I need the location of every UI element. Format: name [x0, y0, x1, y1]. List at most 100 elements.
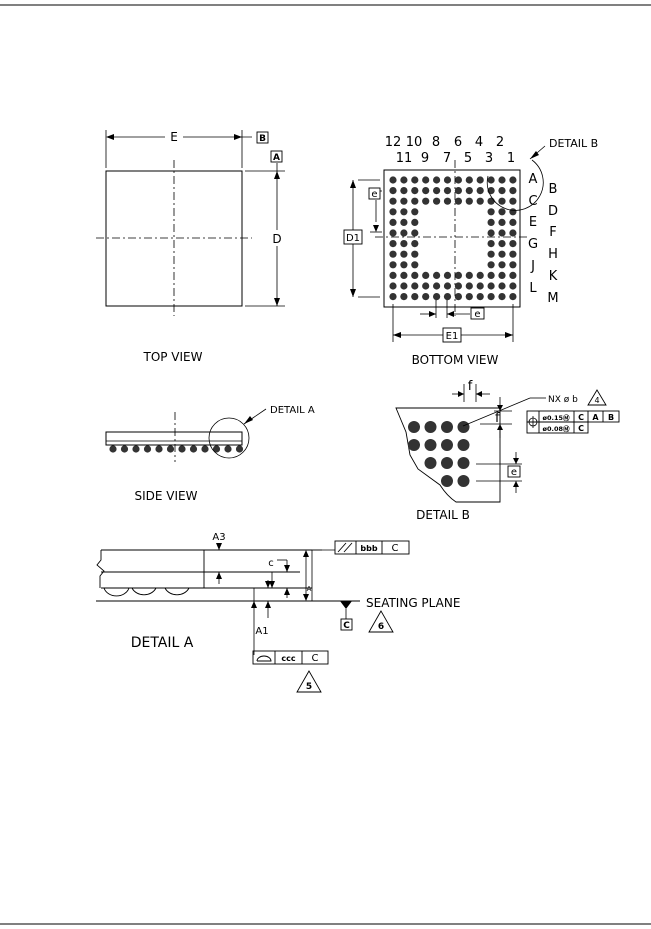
- detail-b-balls: [408, 421, 470, 487]
- detail-a-ref: DETAIL A: [270, 405, 315, 416]
- parallelism-frame: bbb C: [312, 540, 410, 555]
- parallelism-icon: [337, 542, 347, 553]
- solder-ball: [509, 229, 517, 237]
- dim-e-detail-b: e: [511, 467, 517, 478]
- dim-e-pitch-label-v: e: [371, 189, 377, 200]
- solder-ball: [389, 293, 397, 301]
- solder-ball: [433, 282, 441, 290]
- col-label-3: 3: [485, 151, 493, 166]
- col-label-9: 9: [421, 151, 429, 166]
- solder-ball: [400, 197, 408, 205]
- solder-ball: [487, 250, 495, 258]
- solder-ball: [498, 187, 506, 195]
- solder-ball: [411, 208, 419, 216]
- solder-ball: [443, 293, 452, 301]
- col-label-11: 11: [396, 151, 413, 166]
- solder-ball: [443, 197, 452, 205]
- solder-ball: [487, 261, 495, 269]
- solder-ball: [389, 208, 397, 216]
- dim-d-label: D: [272, 232, 281, 246]
- top-view-title: TOP VIEW: [142, 350, 202, 364]
- detail-b-solder-ball: [424, 457, 437, 469]
- solder-ball: [443, 187, 452, 195]
- ball-grid: [389, 176, 517, 301]
- side-solder-ball: [178, 445, 186, 453]
- row-label-m: M: [547, 291, 558, 306]
- solder-ball: [509, 187, 517, 195]
- col-label-6: 6: [454, 135, 462, 150]
- datum-c-box: [340, 618, 353, 631]
- detail-b: f f e NX ø b 4: [395, 379, 620, 522]
- side-view-balls: [109, 445, 244, 453]
- detail-b-solder-ball: [424, 439, 437, 451]
- solder-ball: [422, 271, 430, 279]
- solder-ball: [487, 282, 495, 290]
- solder-ball: [389, 282, 397, 290]
- solder-ball: [487, 293, 495, 301]
- side-solder-ball: [109, 445, 117, 453]
- solder-ball: [498, 250, 506, 258]
- solder-ball: [400, 293, 408, 301]
- row-label-j: J: [530, 259, 535, 274]
- side-solder-ball: [212, 445, 221, 453]
- solder-ball: [443, 271, 452, 279]
- solder-ball: [454, 271, 462, 279]
- solder-ball: [509, 282, 517, 290]
- top-view: E B D A TOP VIEW: [96, 129, 285, 364]
- fcf-row1-datum-c: C: [578, 413, 584, 422]
- bottom-view: 12 10 8 6 4 2 11 9 7 5 3 1 A C E G J L B…: [343, 135, 598, 367]
- dim-e-pitch-label-h: e: [474, 309, 480, 320]
- solder-ball: [465, 293, 473, 301]
- row-label-b: B: [549, 182, 558, 197]
- fcf-row2-datum-c: C: [578, 424, 584, 433]
- side-solder-ball: [201, 445, 209, 453]
- solder-ball: [498, 208, 506, 216]
- note-4-label: 4: [594, 396, 599, 405]
- solder-ball: [509, 197, 517, 205]
- solder-ball: [433, 271, 441, 279]
- solder-ball: [509, 176, 517, 184]
- col-label-10: 10: [406, 135, 423, 150]
- ball-callout: NX ø b: [548, 395, 578, 405]
- dim-f-right: f: [495, 411, 500, 426]
- coplanarity-frame: ccc C: [252, 650, 329, 665]
- detail-a: C SEATING PLANE 6 A3 c A A1: [96, 532, 460, 693]
- solder-ball: [476, 187, 484, 195]
- fcf-row1-tol: ø0.15Ⓜ: [542, 413, 570, 422]
- solder-ball: [389, 261, 397, 269]
- solder-ball: [454, 282, 462, 290]
- note-6-triangle: [368, 610, 394, 633]
- dim-a3-label: A3: [212, 532, 225, 543]
- detail-a-title: DETAIL A: [131, 635, 194, 651]
- detail-b-solder-ball: [457, 439, 470, 451]
- solder-ball: [433, 197, 441, 205]
- solder-ball: [443, 282, 452, 290]
- note-5-triangle: [296, 670, 322, 693]
- col-label-12: 12: [385, 135, 402, 150]
- solder-ball: [389, 229, 397, 237]
- row-label-k: K: [549, 269, 558, 284]
- solder-ball: [487, 176, 495, 184]
- dim-e-pitch-box-v: [368, 187, 381, 200]
- solder-ball: [476, 293, 484, 301]
- detail-a-callout-circle: [208, 417, 250, 459]
- solder-ball: [476, 197, 484, 205]
- solder-ball: [411, 250, 419, 258]
- solder-ball: [454, 293, 462, 301]
- solder-ball: [498, 282, 506, 290]
- solder-ball: [476, 271, 484, 279]
- bottom-view-body: [383, 169, 521, 308]
- row-label-g: G: [528, 237, 538, 252]
- solder-ball: [433, 293, 441, 301]
- ball-callout-leader: [462, 397, 531, 427]
- parallelism-datum: C: [392, 543, 399, 554]
- detail-b-solder-ball: [441, 457, 453, 469]
- detail-b-solder-ball: [441, 475, 453, 487]
- solder-ball: [487, 271, 495, 279]
- solder-ball: [498, 271, 506, 279]
- solder-ball: [487, 197, 495, 205]
- solder-ball: [400, 229, 408, 237]
- solder-ball: [400, 282, 408, 290]
- detail-b-solder-ball: [424, 421, 437, 433]
- solder-ball: [498, 218, 506, 226]
